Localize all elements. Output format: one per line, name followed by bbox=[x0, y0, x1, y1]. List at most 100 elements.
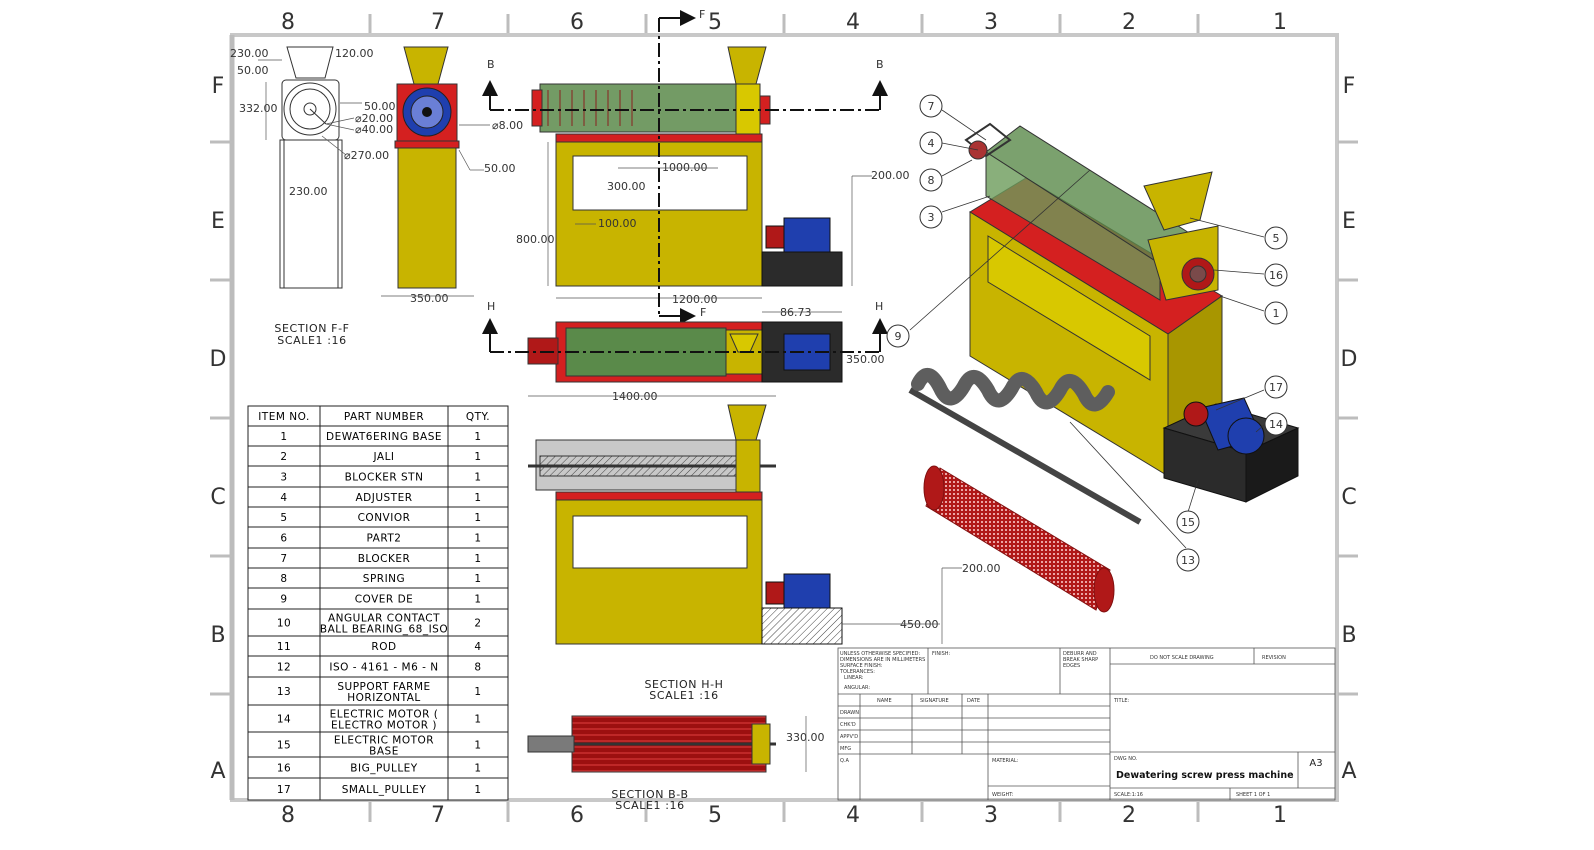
bom-qty: 1 bbox=[474, 784, 481, 796]
zone-labels-bottom: 8 7 6 5 4 3 2 1 bbox=[281, 803, 1287, 828]
dim-350-side: 350.00 bbox=[410, 292, 449, 305]
bom-item-number: 9 bbox=[280, 594, 287, 606]
section-ff-dimensions: 230.00 120.00 50.00 332.00 50.00 ⌀20.00 … bbox=[230, 47, 396, 198]
isometric-view bbox=[964, 122, 1300, 503]
tb-scale: SCALE:1:16 bbox=[1114, 792, 1143, 798]
zone-labels-left: F E D C B A bbox=[210, 74, 227, 784]
tb-material: MATERIAL: bbox=[992, 758, 1019, 764]
bom-part-number: BLOCKER STN bbox=[345, 472, 424, 484]
balloon-14: 14 bbox=[1264, 412, 1288, 436]
tb-sheet-size: A3 bbox=[1309, 758, 1322, 769]
zone-row-e-right: E bbox=[1342, 209, 1356, 234]
bom-part-line-2: BASE bbox=[369, 746, 399, 758]
bom-part-line-2: BALL BEARING_68_ISO bbox=[320, 624, 448, 636]
tb-revision: REVISION bbox=[1262, 655, 1286, 661]
bom-part-line-2: HORIZONTAL bbox=[347, 692, 421, 704]
bom-item-number: 5 bbox=[280, 512, 287, 524]
zone-col-7-bottom: 7 bbox=[431, 803, 445, 828]
zone-row-d-right: D bbox=[1341, 347, 1358, 372]
tb-deburr-2: BREAK SHARP bbox=[1063, 657, 1098, 663]
dim-1200: 1200.00 bbox=[672, 293, 718, 306]
balloon-16-text: 16 bbox=[1269, 269, 1283, 282]
zone-col-6-bottom: 6 bbox=[570, 803, 584, 828]
tb-col-date: DATE bbox=[967, 698, 980, 704]
balloon-5-text: 5 bbox=[1273, 232, 1280, 245]
dim-dia-20: ⌀20.00 bbox=[355, 112, 393, 125]
side-view bbox=[394, 46, 460, 289]
zone-col-3-bottom: 3 bbox=[984, 803, 998, 828]
bom-part-line-2: ELECTRO MOTOR ) bbox=[331, 720, 437, 732]
dim-330: 330.00 bbox=[786, 731, 825, 744]
bom-item-number: 3 bbox=[280, 472, 287, 484]
bom-part-line-1: SUPPORT FARME bbox=[337, 681, 430, 693]
zone-col-3: 3 bbox=[984, 10, 998, 35]
tb-row-drawn: DRAWN bbox=[840, 710, 859, 716]
balloon-9: 9 bbox=[886, 324, 910, 348]
tb-deburr-3: EDGES bbox=[1063, 663, 1080, 669]
bom-qty: 1 bbox=[474, 472, 481, 484]
bom-qty: 1 bbox=[474, 512, 481, 524]
zone-ticks bbox=[210, 14, 1358, 822]
balloon-leaders bbox=[909, 109, 1265, 549]
zone-col-2: 2 bbox=[1122, 10, 1136, 35]
dim-50-right: 50.00 bbox=[364, 100, 396, 113]
zone-row-a: A bbox=[210, 759, 225, 784]
zone-col-2-bottom: 2 bbox=[1122, 803, 1136, 828]
balloon-8: 8 bbox=[919, 168, 943, 192]
balloon-1: 1 bbox=[1264, 301, 1288, 325]
balloon-1-text: 1 bbox=[1273, 307, 1280, 320]
title-block-text: UNLESS OTHERWISE SPECIFIED: DIMENSIONS A… bbox=[839, 651, 1323, 798]
balloon-7: 7 bbox=[919, 94, 943, 118]
dim-dia-40: ⌀40.00 bbox=[355, 123, 393, 136]
tb-tol-2: DIMENSIONS ARE IN MILLIMETERS bbox=[840, 657, 925, 663]
tb-deburr-1: DEBURR AND bbox=[1063, 651, 1097, 657]
bom-qty: 1 bbox=[474, 533, 481, 545]
balloon-17: 17 bbox=[1264, 375, 1288, 399]
bom-item-number: 2 bbox=[280, 451, 287, 463]
tb-row-appvd: APPV'D bbox=[840, 734, 858, 740]
bom-item-number: 8 bbox=[280, 573, 287, 585]
section-bb-view bbox=[527, 715, 776, 773]
bom-qty: 1 bbox=[474, 431, 481, 443]
balloon-14-text: 14 bbox=[1269, 418, 1283, 431]
section-hh-dimensions: 1400.00 200.00 450.00 bbox=[528, 390, 1001, 644]
section-ff-title: SECTION F-F bbox=[274, 322, 349, 335]
zone-col-4: 4 bbox=[846, 10, 860, 35]
tb-col-name: NAME bbox=[877, 698, 892, 704]
section-ff-scale: SCALE1 :16 bbox=[277, 334, 346, 347]
bom-header-part: PART NUMBER bbox=[344, 411, 424, 423]
dim-800: 800.00 bbox=[516, 233, 555, 246]
dim-230-bottom: 230.00 bbox=[289, 185, 328, 198]
balloon-7-text: 7 bbox=[928, 100, 935, 113]
zone-row-d: D bbox=[210, 347, 227, 372]
dim-86: 86.73 bbox=[780, 306, 812, 319]
zone-col-5-bottom: 5 bbox=[708, 803, 722, 828]
zone-col-5: 5 bbox=[708, 10, 722, 35]
zone-row-c: C bbox=[210, 485, 225, 510]
balloon-3: 3 bbox=[919, 205, 943, 229]
bom-item-number: 11 bbox=[277, 641, 291, 653]
bom-item-number: 15 bbox=[277, 740, 291, 752]
dim-350-top: 350.00 bbox=[846, 353, 885, 366]
bom-part-line-1: ELECTRIC MOTOR ( bbox=[330, 709, 439, 721]
dim-1000: 1000.00 bbox=[662, 161, 708, 174]
balloon-3-text: 3 bbox=[928, 211, 935, 224]
bom-qty: 1 bbox=[474, 553, 481, 565]
dim-dia-8-value: 8.00 bbox=[499, 119, 524, 132]
dim-300: 300.00 bbox=[607, 180, 646, 193]
zone-col-8: 8 bbox=[281, 10, 295, 35]
dim-230-top: 230.00 bbox=[230, 47, 269, 60]
dim-120: 120.00 bbox=[335, 47, 374, 60]
bom-item-number: 4 bbox=[280, 492, 287, 504]
section-bb-title: SECTION B-B bbox=[611, 788, 688, 801]
bom-part-number: DEWAT6ERING BASE bbox=[326, 431, 442, 443]
